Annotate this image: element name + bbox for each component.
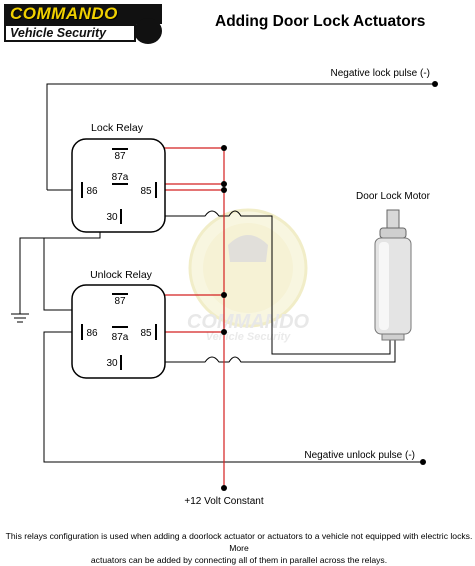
- lock-30-motor-wire: [123, 210, 391, 355]
- motor-label: Door Lock Motor: [356, 191, 431, 202]
- plus-12v-label: +12 Volt Constant: [184, 496, 263, 507]
- lock-pulse-wire: [46, 83, 435, 190]
- junction-dot: [221, 187, 227, 193]
- lock-pin-87: 87: [114, 151, 126, 162]
- door-lock-motor: Door Lock Motor: [356, 191, 431, 341]
- negative-lock-pulse-label: Negative lock pulse (-): [331, 68, 430, 79]
- junction-dot: [221, 292, 227, 298]
- junctions: [221, 81, 438, 491]
- unlock-30-motor-wire: [123, 335, 396, 363]
- junction-dot: [221, 181, 227, 187]
- lock-relay-title: Lock Relay: [91, 122, 144, 134]
- watermark-brand: COMMANDO: [187, 311, 310, 333]
- lock-relay-box: [71, 138, 166, 233]
- lock-relay: Lock Relay 87 87a 86 85 30: [71, 122, 166, 233]
- unlock-relay-title: Unlock Relay: [90, 269, 153, 281]
- lock-pulse-terminal: [432, 81, 438, 87]
- unlock-relay-box: [71, 284, 166, 379]
- unlock-pin-87: 87: [114, 296, 126, 307]
- logo-brand-text: COMMANDO: [4, 4, 162, 24]
- footer-line-2: actuators can be added by connecting all…: [90, 555, 388, 565]
- negative-unlock-pulse-label: Negative unlock pulse (-): [304, 450, 415, 461]
- lock-pin-87a: 87a: [112, 172, 129, 183]
- ground-wiring: [11, 83, 435, 463]
- lock-pin-86: 86: [86, 186, 98, 197]
- page-title: Adding Door Lock Actuators: [215, 13, 426, 30]
- motor-plunger: [386, 209, 400, 229]
- brand-logo: COMMANDO Vehicle Security: [4, 4, 162, 44]
- unlock-pin-87a: 87a: [112, 332, 129, 343]
- unlock-relay: Unlock Relay 87 87a 86 85 30: [71, 269, 166, 379]
- footer-note: This relays configuration is used when a…: [4, 530, 474, 566]
- unlock-pin-86: 86: [86, 328, 98, 339]
- logo-emblem-icon: [134, 18, 162, 44]
- junction-dot: [221, 329, 227, 335]
- watermark-sub: Vehicle Security: [206, 331, 291, 343]
- footer-line-1: This relays configuration is used when a…: [5, 531, 473, 553]
- unlock-pin-30: 30: [106, 358, 118, 369]
- unlock-pulse-terminal: [420, 459, 426, 465]
- junction-dot: [221, 145, 227, 151]
- ground-symbol-icon: [11, 313, 29, 323]
- lock-pin-85: 85: [140, 186, 152, 197]
- power-terminal: [221, 485, 227, 491]
- watermark: COMMANDO Vehicle Security: [187, 208, 310, 343]
- unlock-pin-85: 85: [140, 328, 152, 339]
- unlock-pulse-wire: [43, 331, 423, 463]
- lock-pin-30: 30: [106, 212, 118, 223]
